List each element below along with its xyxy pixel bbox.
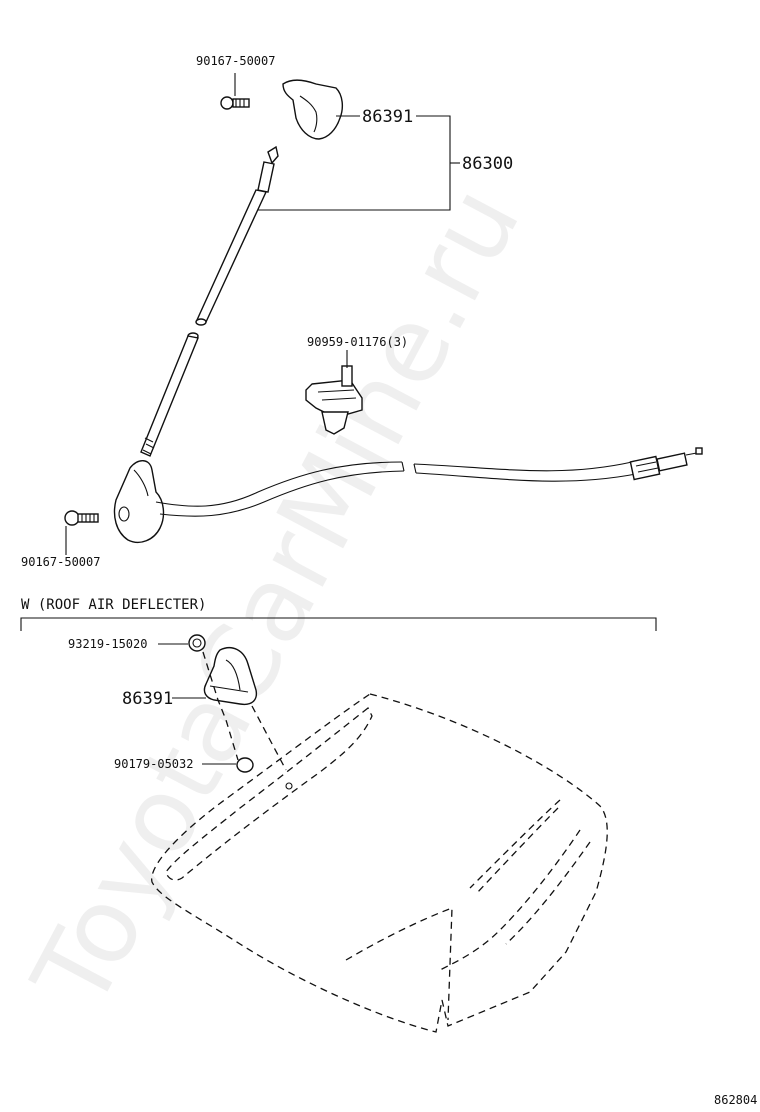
section-header: W (ROOF AIR DEFLECTER): [21, 597, 206, 613]
label-nut: 90179-05032: [114, 757, 193, 771]
label-screw-top: 90167-50007: [196, 54, 275, 68]
antenna-mast-lower: [140, 332, 199, 457]
antenna-mast-upper: [195, 145, 279, 326]
assembly-line-1: [202, 651, 239, 761]
roof-deflector-outline: [151, 693, 608, 1033]
cable-connector: [629, 447, 703, 481]
assembly-line-2: [251, 705, 287, 771]
label-clamp: 90959-01176(3): [307, 335, 408, 349]
label-screw-bottom: 90167-50007: [21, 555, 100, 569]
label-cap-w: 86391: [122, 689, 173, 709]
label-cap-top: 86391: [362, 107, 413, 127]
bolt-part: [188, 634, 206, 652]
antenna-base-part: [113, 460, 165, 544]
label-antenna-assy: 86300: [462, 154, 513, 174]
antenna-cap-part: [282, 79, 344, 140]
screw-bottom-part: [64, 510, 99, 526]
cap-w-part: [203, 646, 258, 706]
screw-top-part: [220, 96, 250, 110]
label-bolt: 93219-15020: [68, 637, 147, 651]
nut-part: [236, 757, 254, 773]
mount-hole: [285, 782, 293, 790]
diagram-id: 862804: [714, 1093, 757, 1107]
antenna-cable: [155, 461, 637, 517]
section-frame: [20, 617, 657, 631]
